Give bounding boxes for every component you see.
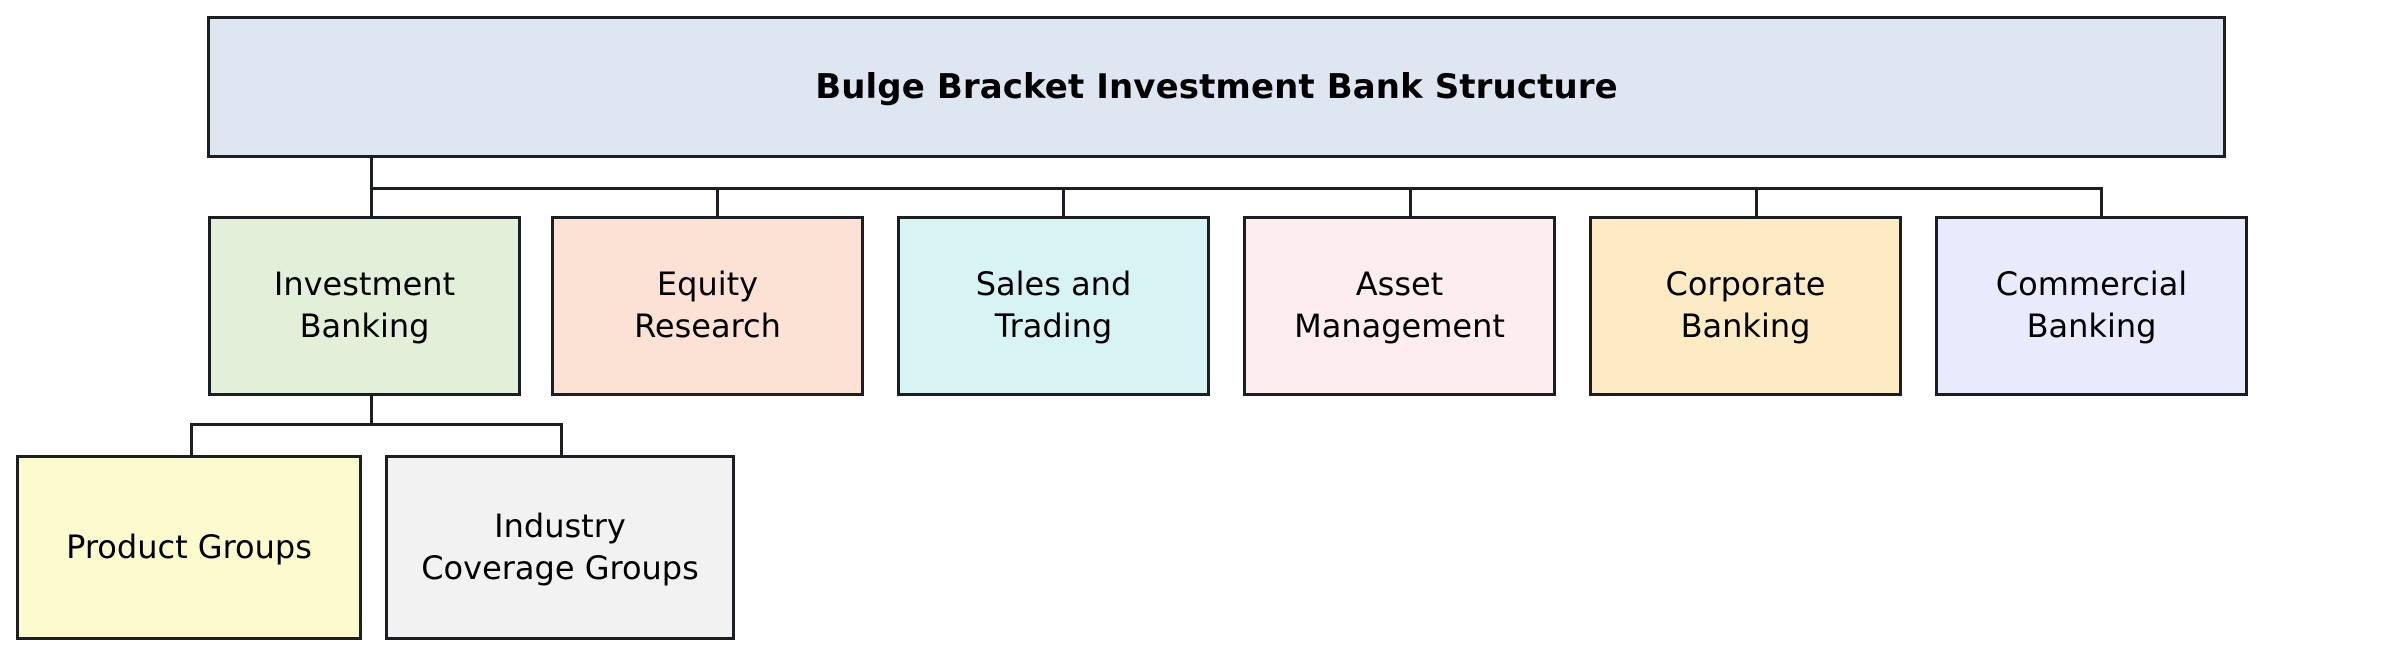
connector-investment-banking-trunk [370, 396, 373, 426]
node-equity-research[interactable]: Equity Research [551, 216, 864, 396]
connector-ib-children-bus [190, 423, 563, 426]
connector-drop-industry-coverage-groups [560, 423, 563, 458]
connector-drop-product-groups [190, 423, 193, 458]
connector-drop-investment-banking [370, 187, 373, 219]
node-root-bulge-bracket[interactable]: Bulge Bracket Investment Bank Structure [207, 16, 2226, 158]
connector-drop-commercial-banking [2100, 187, 2103, 219]
connector-drop-corporate-banking [1755, 187, 1758, 219]
connector-drop-asset-management [1409, 187, 1412, 219]
node-industry-coverage-groups[interactable]: Industry Coverage Groups [385, 455, 735, 640]
node-corporate-banking[interactable]: Corporate Banking [1589, 216, 1902, 396]
node-product-groups[interactable]: Product Groups [16, 455, 362, 640]
connector-root-trunk [370, 158, 373, 190]
node-asset-management[interactable]: Asset Management [1243, 216, 1556, 396]
node-sales-and-trading[interactable]: Sales and Trading [897, 216, 1210, 396]
connector-division-bus [370, 187, 2103, 190]
connector-drop-equity-research [716, 187, 719, 219]
node-investment-banking[interactable]: Investment Banking [208, 216, 521, 396]
connector-drop-sales-and-trading [1062, 187, 1065, 219]
node-commercial-banking[interactable]: Commercial Banking [1935, 216, 2248, 396]
